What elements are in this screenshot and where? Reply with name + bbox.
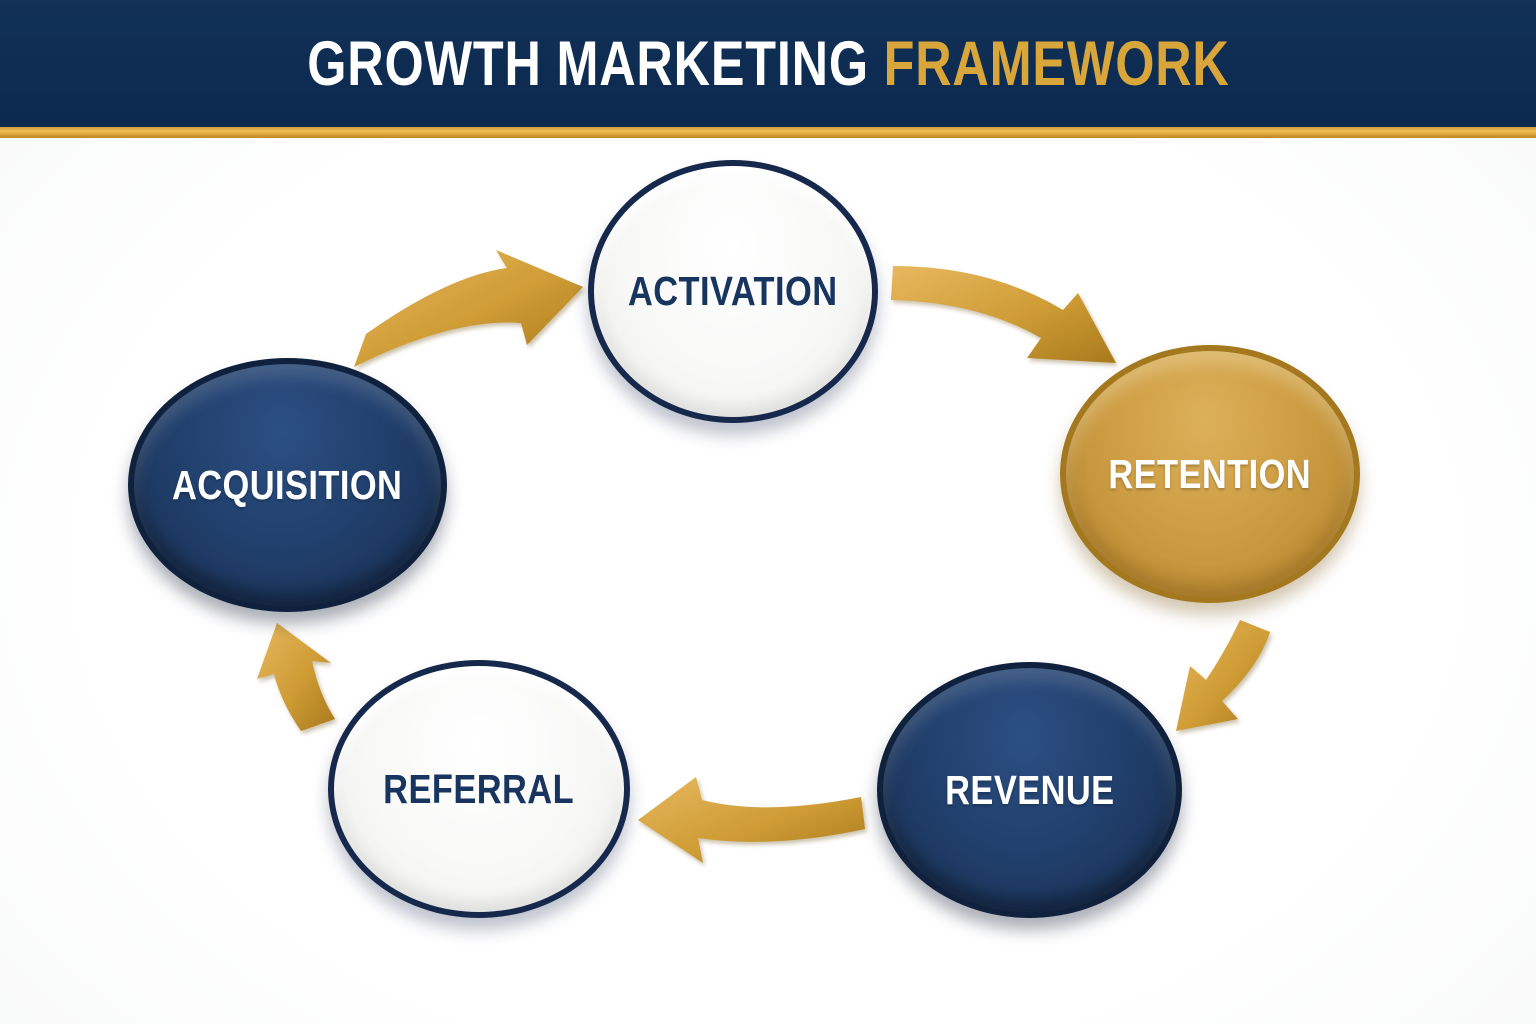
page-title: GROWTH MARKETING FRAMEWORK <box>307 28 1229 100</box>
page-title-accent: FRAMEWORK <box>883 28 1230 99</box>
stage-activation-label: ACTIVATION <box>628 268 838 314</box>
stage-acquisition-label: ACQUISITION <box>172 461 403 508</box>
stage-retention-label: RETENTION <box>1108 450 1312 497</box>
stage-referral: REFERRAL <box>328 660 630 918</box>
stage-acquisition: ACQUISITION <box>128 358 447 612</box>
arrow-revenue-to-referral-icon <box>638 777 865 863</box>
stage-activation: ACTIVATION <box>588 160 878 423</box>
stage-revenue: REVENUE <box>877 662 1182 918</box>
title-bar: GROWTH MARKETING FRAMEWORK <box>0 0 1536 127</box>
title-bar-accent-strip <box>0 127 1536 138</box>
page-title-primary: GROWTH MARKETING <box>306 28 884 99</box>
arrow-referral-to-acquisition-icon <box>257 623 335 731</box>
arrow-retention-to-revenue-icon <box>1176 620 1270 731</box>
stage-referral-label: REFERRAL <box>383 765 575 812</box>
arrow-acquisition-to-activation-icon <box>354 250 583 367</box>
stage-revenue-label: REVENUE <box>944 766 1115 813</box>
stage-retention: RETENTION <box>1060 345 1360 603</box>
arrow-activation-to-retention-icon <box>891 266 1116 363</box>
